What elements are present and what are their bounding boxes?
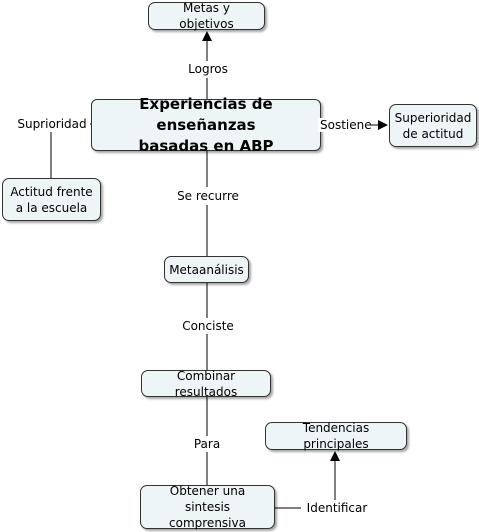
node-metas-y-objetivos[interactable]: Metas y objetivos: [148, 1, 265, 31]
link-label-suprioridad[interactable]: Suprioridad: [14, 117, 90, 131]
link-label-sostiene[interactable]: Sostiene: [318, 118, 372, 132]
link-label-para[interactable]: Para: [189, 437, 225, 451]
node-main-concept[interactable]: Experiencias de enseñanzas basadas en AB…: [91, 95, 321, 155]
link-label-identificar[interactable]: Identificar: [301, 501, 373, 515]
link-label-conciste[interactable]: Conciste: [178, 319, 238, 333]
link-label-se-recurre[interactable]: Se recurre: [172, 189, 244, 203]
node-combinar-resultados[interactable]: Combinar resultados: [141, 369, 271, 399]
node-actitud-frente-escuela[interactable]: Actitud frente a la escuela: [2, 178, 101, 221]
link-label-logros[interactable]: Logros: [184, 62, 232, 76]
node-obtener-sintesis[interactable]: Obtener una sintesis comprensiva: [140, 484, 275, 530]
node-tendencias-principales[interactable]: Tendencias principales: [265, 421, 407, 451]
node-superioridad-de-actitud[interactable]: Superioridad de actitud: [389, 104, 477, 147]
node-metaanalisis[interactable]: Metaanálisis: [164, 256, 249, 283]
